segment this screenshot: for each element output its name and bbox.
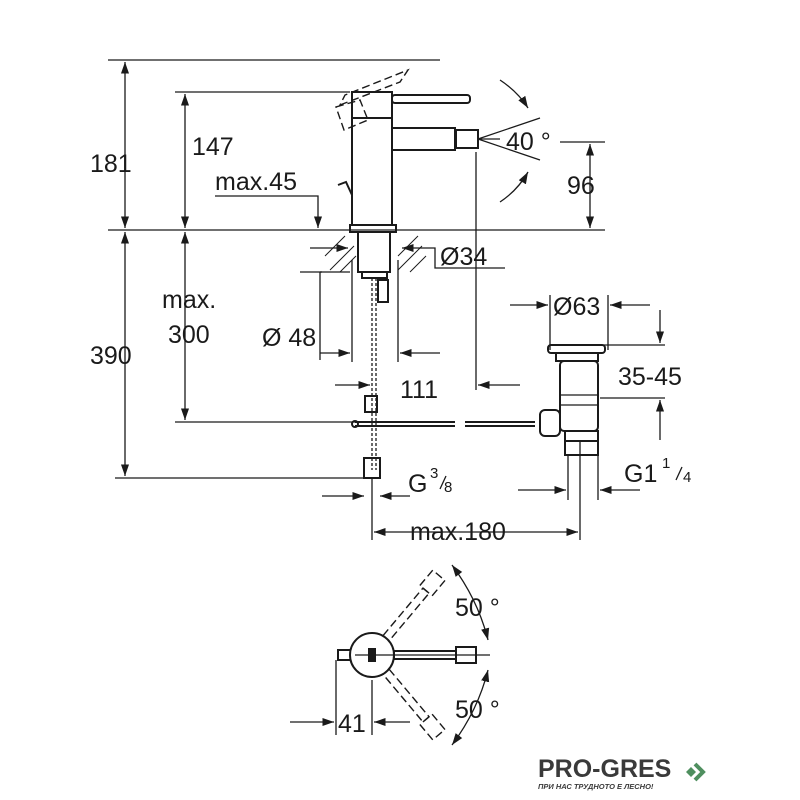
- dim-drain-range: 35-45: [618, 363, 682, 391]
- faucet-side-view: [335, 68, 535, 479]
- dim-total-height: 181: [90, 150, 132, 178]
- dim-hole-diameter: Ø34: [440, 243, 487, 271]
- logo-diamond-arrow-icon: [686, 762, 706, 782]
- svg-text:3: 3: [430, 465, 438, 482]
- dim-spout-reach: 111: [400, 376, 438, 404]
- dim-drain-diameter: Ø63: [553, 293, 600, 321]
- dim-inlet-thread: G 3 8: [408, 465, 452, 498]
- dim-max-distance: max.180: [410, 518, 506, 546]
- deck-hatching: [324, 235, 427, 273]
- dim-plan-offset: 41: [338, 710, 366, 738]
- svg-text:4: 4: [683, 469, 691, 486]
- pro-gres-logo: PRO-GRES ПРИ НАС ТРУДНОТО Е ЛЕСНО!: [538, 756, 718, 796]
- logo-brand: PRO-GRES: [538, 755, 672, 783]
- dim-below-deck-total: 390: [90, 342, 132, 370]
- dim-drain-thread: G1 1 4: [624, 455, 691, 488]
- svg-text:G1: G1: [624, 460, 657, 488]
- svg-text:G: G: [408, 470, 427, 498]
- dim-spout-to-deck: 96: [567, 172, 595, 200]
- extension-lines: [108, 59, 665, 540]
- faucet-plan-view: [290, 564, 490, 746]
- dim-lever-angle-top: 50 °: [455, 594, 500, 622]
- dim-spout-height: 147: [192, 133, 234, 161]
- pop-up-drain: [539, 344, 606, 456]
- logo-tagline: ПРИ НАС ТРУДНОТО Е ЛЕСНО!: [538, 782, 654, 791]
- dim-below-deck-value: 300: [168, 321, 210, 349]
- svg-text:1: 1: [662, 455, 670, 472]
- dim-spout-angle: 40 °: [506, 128, 551, 156]
- dim-base-diameter: Ø 48: [262, 324, 316, 352]
- dim-below-deck-label: max.: [162, 286, 216, 314]
- svg-text:8: 8: [444, 479, 452, 496]
- dim-lever-angle-bottom: 50 °: [455, 696, 500, 724]
- dimension-arrows: [120, 62, 665, 537]
- dim-max-deck: max.45: [215, 168, 297, 196]
